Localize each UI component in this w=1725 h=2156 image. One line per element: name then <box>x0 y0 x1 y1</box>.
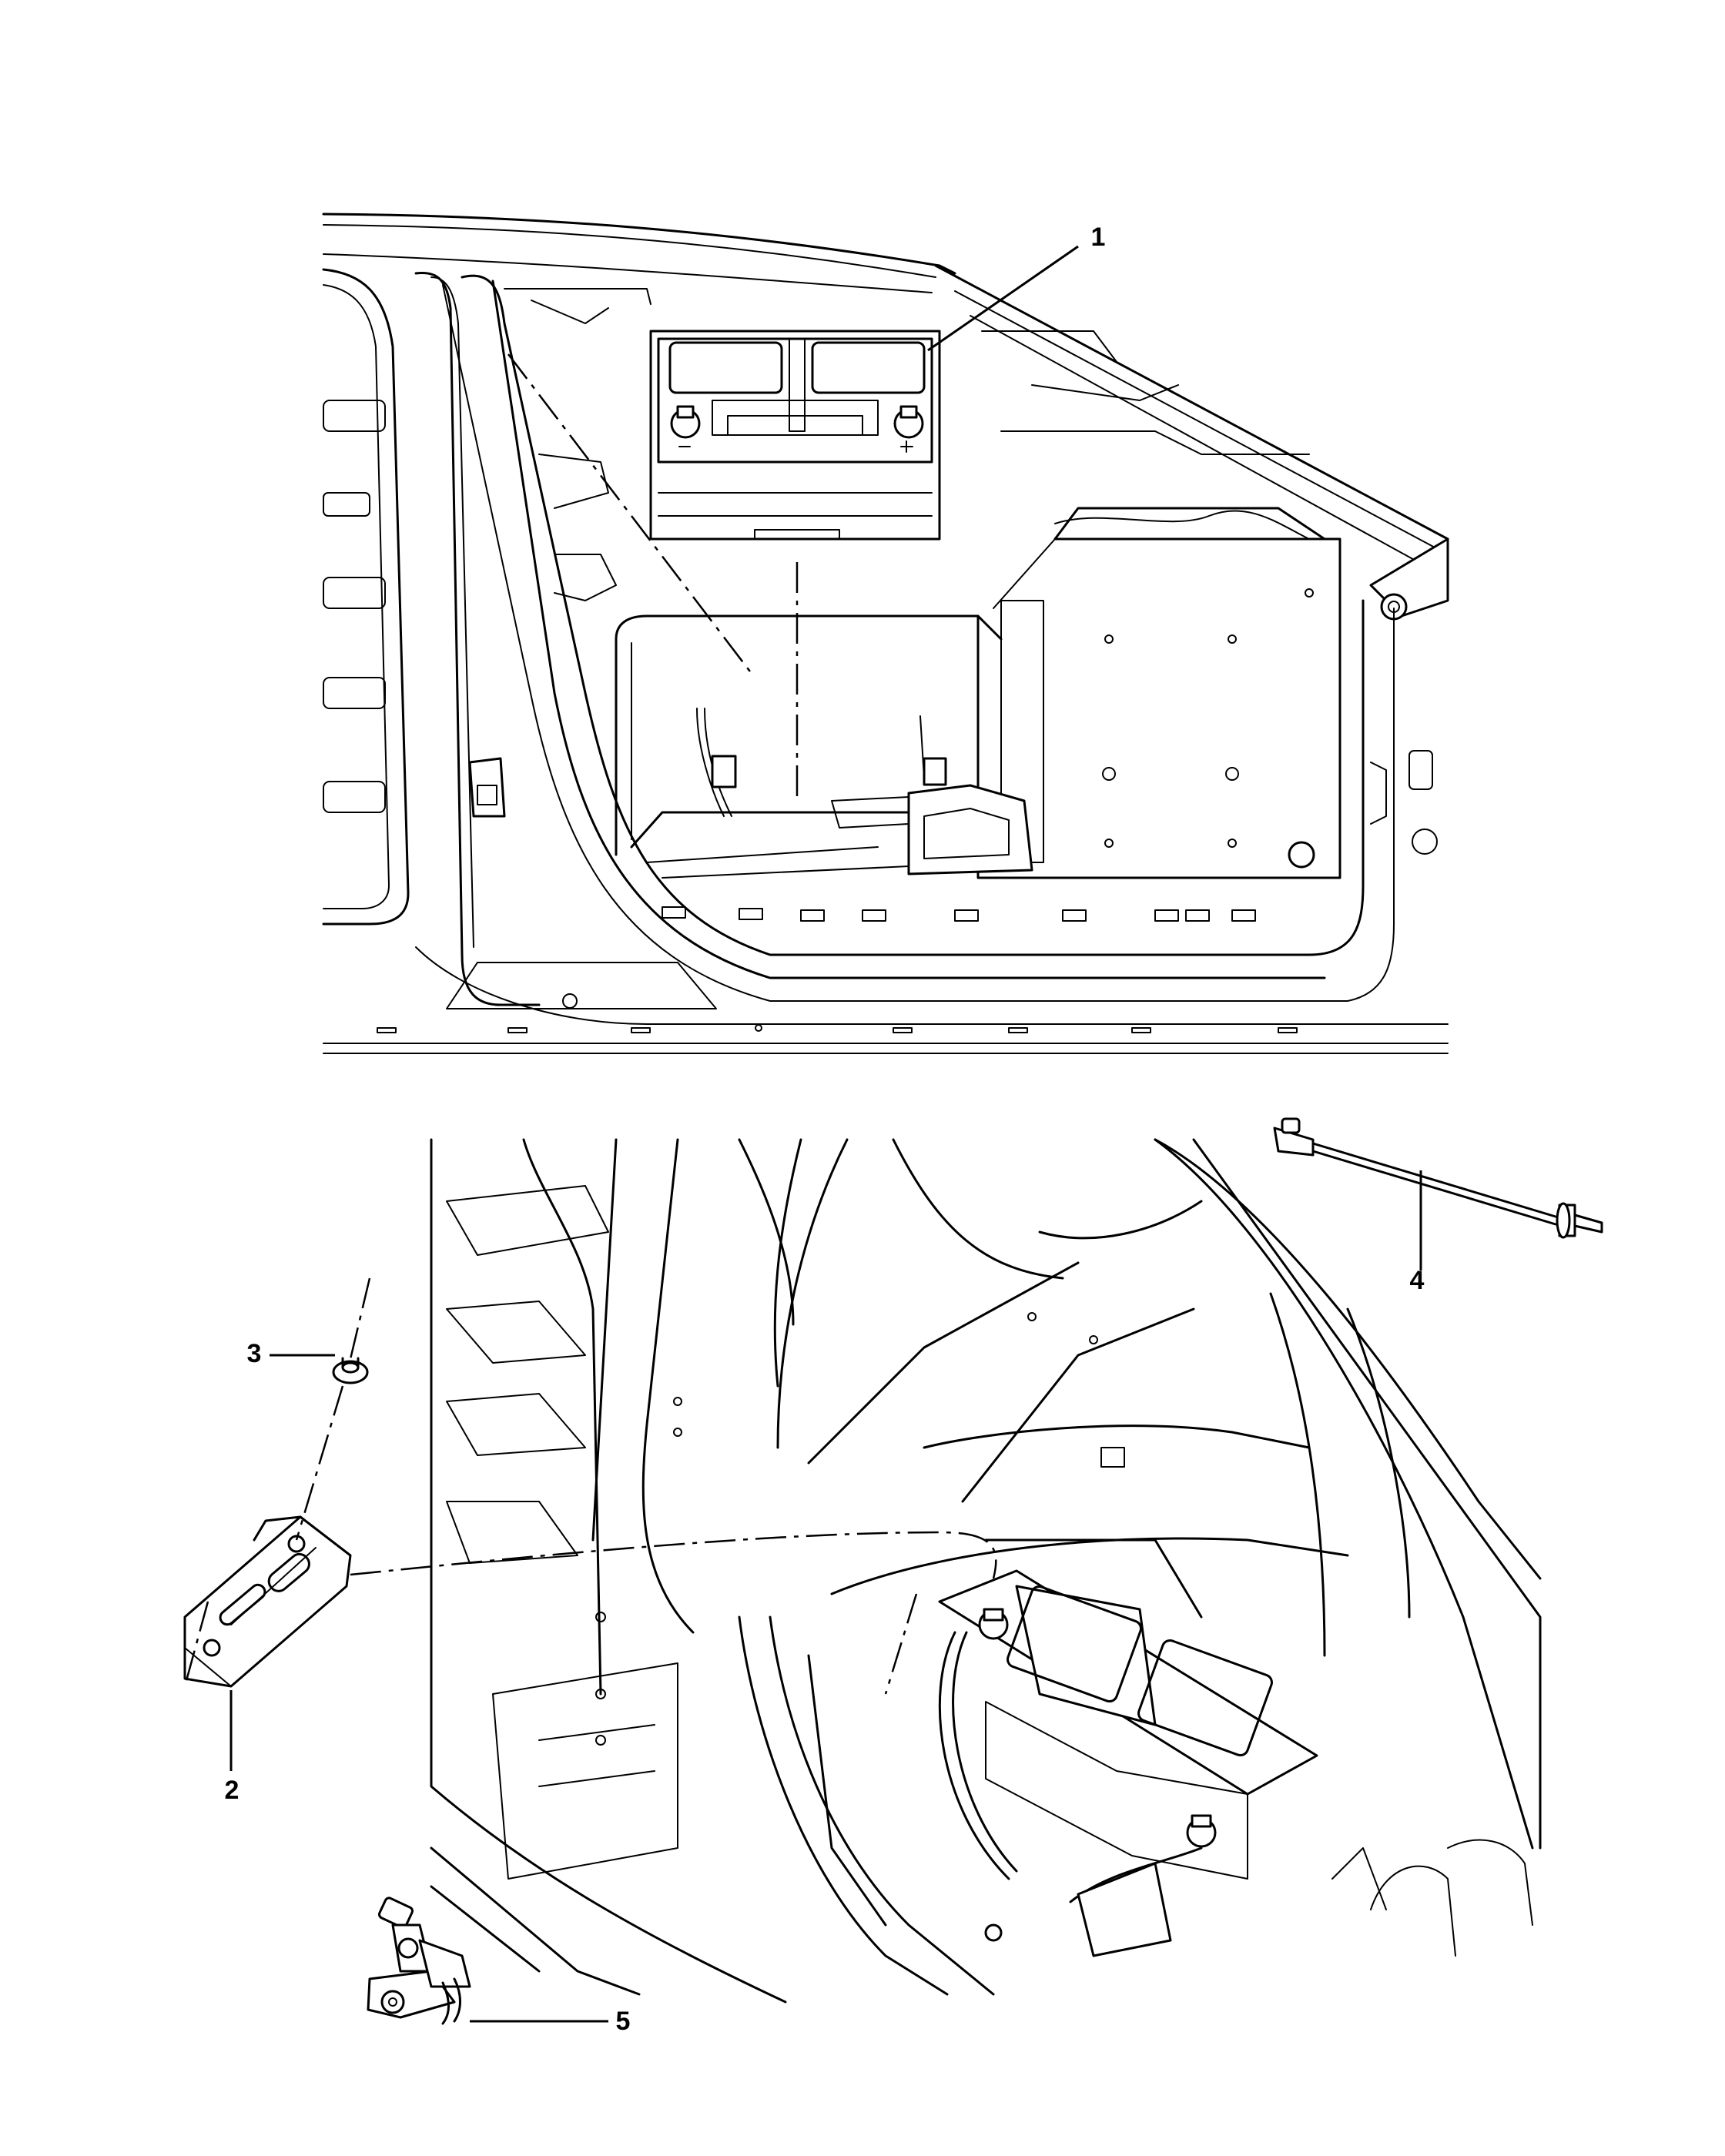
callout-2: 2 <box>224 1776 239 1805</box>
nut-icon <box>332 1357 369 1384</box>
battery-icon <box>649 330 941 541</box>
top-view-trunk <box>322 213 1449 1054</box>
terminal-sensor-icon <box>367 1897 471 2025</box>
hold-down-bracket-icon <box>183 1515 352 1688</box>
callout-5: 5 <box>615 2007 631 2036</box>
callout-1: 1 <box>1090 223 1106 252</box>
callout-4: 4 <box>1409 1266 1425 1295</box>
leader-lines <box>183 245 1422 2023</box>
bottom-view-trunk <box>430 1138 1542 2004</box>
vent-tube-icon <box>1273 1117 1603 1239</box>
callout-3: 3 <box>246 1339 262 1368</box>
